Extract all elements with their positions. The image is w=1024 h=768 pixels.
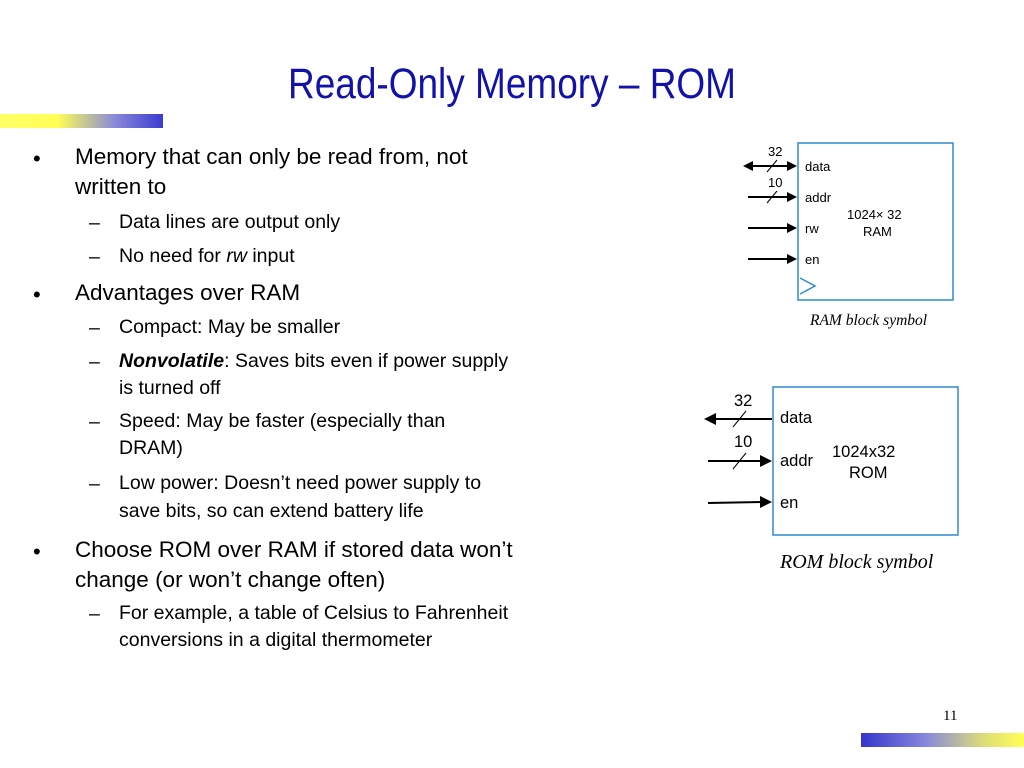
ram-port-rw: rw [805,221,819,236]
bullet-text: change (or won’t change often) [75,567,386,592]
bullet-text: written to [75,174,167,199]
sub-bullet-text: Data lines are output only [119,211,341,233]
bullet-marker: • [33,282,41,307]
ram-size-label: 1024× 32 [847,207,902,222]
bullet-text: Advantages over RAM [75,280,301,305]
sub-bullet-text-after: : Saves bits even if power supply [224,350,509,372]
rom-port-en: en [780,494,799,512]
sub-bullet-text: conversions in a digital thermometer [119,629,433,651]
rom-port-data: data [780,409,813,427]
sub-bullet-text: save bits, so can extend battery life [119,500,424,522]
slide-title: Read-Only Memory – ROM [288,60,736,108]
sub-bullet-marker: – [89,603,100,625]
sub-bullet-marker: – [89,411,100,433]
ram-port-data: data [805,159,831,174]
ram-data-arrow-left [743,161,753,171]
sub-bullet-text-before: No need for [119,245,227,267]
ram-type-label: RAM [863,224,892,239]
page-number: 11 [943,708,958,724]
title-accent-bar [0,114,163,128]
rom-data-bus-slash [732,410,747,428]
rom-type-label: ROM [849,464,888,482]
ram-port-en: en [805,252,820,267]
rom-addr-arrow [760,455,772,467]
rom-addr-width: 10 [734,433,753,451]
ram-data-width: 32 [768,144,783,159]
footer-accent-bar [861,733,1024,747]
bullet-text: Memory that can only be read from, not [75,144,468,169]
rom-block-outline [772,386,959,536]
sub-bullet-marker: – [89,351,100,373]
rom-port-addr: addr [780,452,814,470]
rom-caption: ROM block symbol [780,551,934,573]
sub-bullet-marker: – [89,246,100,268]
rom-size-label: 1024x32 [832,443,896,461]
ram-port-addr: addr [805,190,832,205]
sub-bullet-text: For example, a table of Celsius to Fahre… [119,602,509,624]
sub-bullet-text: No need for rw input [119,245,295,268]
sub-bullet-text-after: input [246,245,295,267]
sub-bullet-marker: – [89,317,100,339]
sub-bullet-marker: – [89,473,100,495]
sub-bullet-text: Compact: May be smaller [119,316,341,338]
sub-bullet-text: Speed: May be faster (especially than [119,410,446,432]
ram-addr-arrow [787,192,797,202]
bullet-marker: • [33,539,41,564]
sub-bullet-text: Low power: Doesn’t need power supply to [119,472,482,494]
bullet-text: Choose ROM over RAM if stored data won’t [75,537,513,562]
ram-rw-arrow [787,223,797,233]
rom-en-arrow [760,496,772,508]
emphasis-term: rw [226,245,247,267]
rom-data-width: 32 [734,392,753,410]
ram-en-arrow [787,254,797,264]
sub-bullet-text: DRAM) [119,437,183,459]
ram-data-bus-slash [766,159,778,173]
rom-addr-bus-slash [732,452,747,470]
sub-bullet-text: is turned off [119,377,221,399]
ram-addr-bus-slash [766,190,778,204]
sub-bullet-text: Nonvolatile: Saves bits even if power su… [119,350,508,373]
ram-clock-symbol [799,277,817,295]
rom-data-arrow [704,413,716,425]
ram-caption: RAM block symbol [810,312,928,329]
bullet-marker: • [33,146,41,171]
ram-addr-width: 10 [768,175,783,190]
ram-data-arrow-right [787,161,797,171]
ram-block-outline [797,142,954,301]
rom-en-line [707,501,763,504]
emphasis-term: Nonvolatile [119,350,225,372]
sub-bullet-marker: – [89,212,100,234]
